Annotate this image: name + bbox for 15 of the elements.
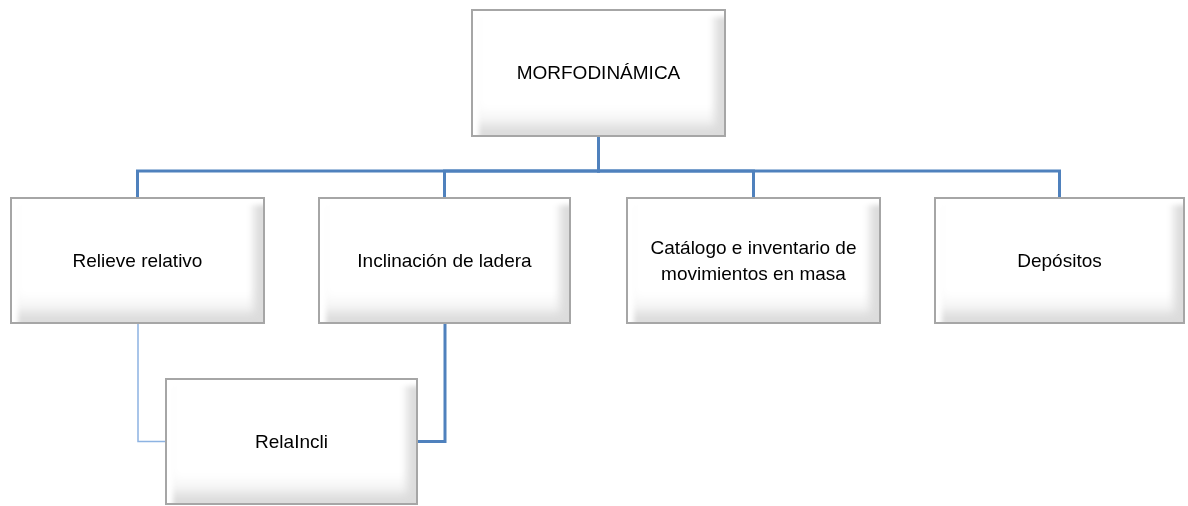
box-label: Inclinación de ladera [357,248,532,273]
box-label: Depósitos [1017,248,1102,273]
connector-line [137,323,166,443]
bevel-box [471,9,726,137]
connector-line [418,324,447,443]
box-label: Catálogo e inventario de movimientos en masa [649,235,858,286]
box-label: Relieve relativo [72,248,203,273]
box-label: RelaIncli [255,429,328,454]
bevel-box [10,197,265,324]
bevel-box [165,378,418,505]
connector-line [597,137,1061,197]
box-label: MORFODINÁMICA [516,61,681,85]
bevel-box [626,197,881,324]
bevel-box [934,197,1185,324]
bevel-box [318,197,571,324]
